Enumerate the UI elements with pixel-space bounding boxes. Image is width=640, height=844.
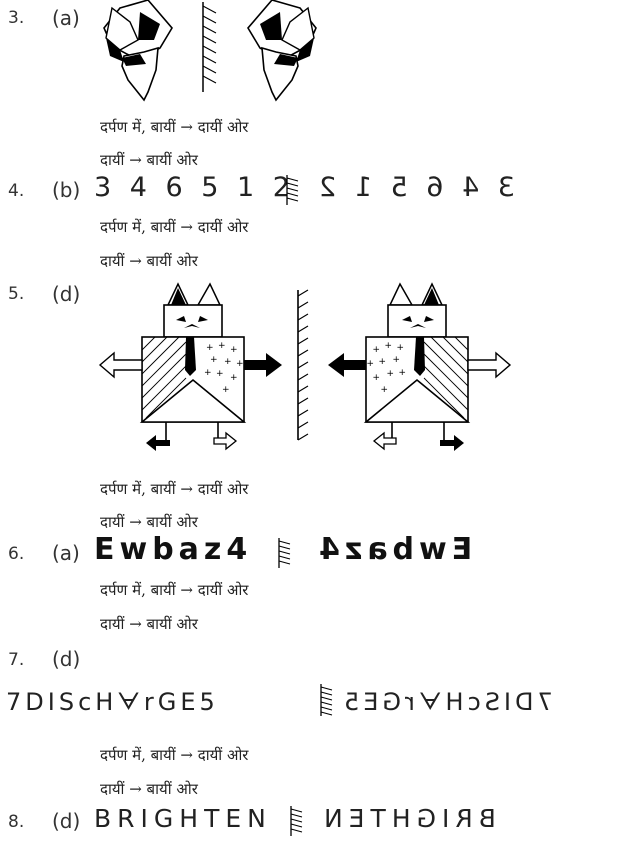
q7-sequence: 7DIScHᗄrGE5 <box>6 688 219 716</box>
q3-figure-original <box>103 0 173 102</box>
svg-text:+: + <box>236 359 244 369</box>
q6-note-line2: दायीं → बायीं ओर <box>100 615 198 633</box>
svg-text:+: + <box>224 357 232 367</box>
q4-number: 4. <box>8 181 25 201</box>
q4-note-line2: दायीं → बायीं ओर <box>100 252 198 270</box>
q7-number: 7. <box>8 650 25 670</box>
svg-text:+: + <box>204 368 212 378</box>
q3-option: (a) <box>52 6 80 30</box>
q5-note-line2: दायीं → बायीं ओर <box>100 513 198 531</box>
svg-text:+: + <box>206 343 214 353</box>
q6-number: 6. <box>8 544 25 564</box>
q8-sequence: BRIGHTEN <box>94 804 272 833</box>
svg-text:+: + <box>378 357 386 367</box>
q5-number: 5. <box>8 284 25 304</box>
q5-note-line1: दर्पण में, बायीं → दायीं ओर <box>100 480 249 498</box>
q3-note-line2: दायीं → बायीं ओर <box>100 151 198 169</box>
q6-mirror-sequence: Ewbaz4 <box>314 532 473 567</box>
q5-figure-original: +++ +++ +++ + <box>98 282 282 451</box>
svg-text:+: + <box>392 355 400 365</box>
svg-text:+: + <box>380 385 388 395</box>
q7-note-line2: दायीं → बायीं ओर <box>100 780 198 798</box>
svg-text:+: + <box>222 385 230 395</box>
q8-option: (d) <box>52 809 81 833</box>
svg-text:+: + <box>218 341 226 351</box>
q6-note-line1: दर्पण में, बायीं → दायीं ओर <box>100 581 249 599</box>
q7-note-line1: दर्पण में, बायीं → दायीं ओर <box>100 746 249 764</box>
q5-mirror-line <box>297 289 309 441</box>
svg-text:+: + <box>210 355 218 365</box>
svg-text:+: + <box>366 359 374 369</box>
svg-text:+: + <box>230 345 238 355</box>
svg-text:+: + <box>372 373 380 383</box>
q4-mirror-icon <box>286 175 299 205</box>
svg-text:+: + <box>386 369 394 379</box>
q5-figure-mirror: +++ +++ +++ + <box>328 282 512 451</box>
q3-number: 3. <box>8 8 25 28</box>
q8-mirror-icon <box>290 806 303 836</box>
q5-option: (d) <box>52 282 81 306</box>
svg-text:+: + <box>396 343 404 353</box>
q6-option: (a) <box>52 541 80 565</box>
svg-text:+: + <box>230 373 238 383</box>
q3-figure-mirror <box>247 0 317 102</box>
q4-option: (b) <box>52 178 81 202</box>
q8-mirror-sequence: BRIGHTEN <box>318 804 496 833</box>
svg-text:+: + <box>216 369 224 379</box>
q3-mirror-line <box>202 2 217 92</box>
q6-sequence: Ewbaz4 <box>94 532 253 567</box>
q7-mirror-sequence: 7DIScHᗄrGE5 <box>340 688 553 716</box>
svg-text:+: + <box>384 341 392 351</box>
q4-sequence: 3 4 6 5 1 2 <box>94 172 295 203</box>
q4-mirror-sequence: 3 4 6 5 1 2 <box>314 172 515 203</box>
q6-mirror-icon <box>278 538 291 568</box>
svg-text:+: + <box>398 368 406 378</box>
q7-option: (d) <box>52 647 81 671</box>
q3-note-line1: दर्पण में, बायीं → दायीं ओर <box>100 118 249 136</box>
svg-text:+: + <box>372 345 380 355</box>
q7-mirror-icon <box>320 684 333 716</box>
q8-number: 8. <box>8 812 25 832</box>
q4-note-line1: दर्पण में, बायीं → दायीं ओर <box>100 218 249 236</box>
